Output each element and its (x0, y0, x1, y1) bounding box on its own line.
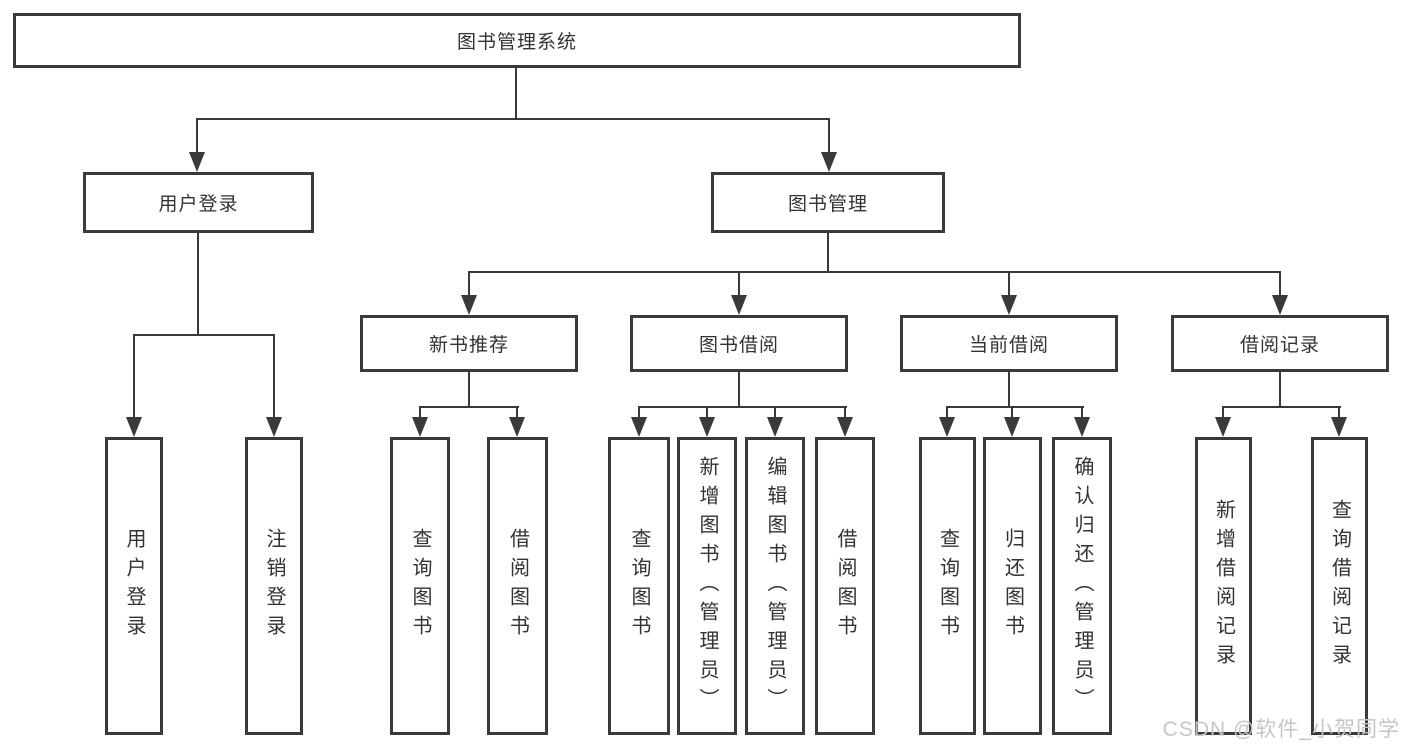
connector-line (419, 406, 421, 422)
arrow-down-icon (939, 417, 955, 437)
arrow-down-icon (1074, 417, 1090, 437)
connector-line (419, 406, 519, 408)
connector-line (827, 233, 829, 273)
connector-line (197, 233, 199, 336)
leaf-borrow-books-recommend: 借阅图书 (487, 437, 548, 735)
connector-line (133, 334, 135, 420)
leaf-add-borrow-record-label: 新增借阅记录 (1212, 499, 1235, 673)
arrow-down-icon (837, 417, 853, 437)
leaf-add-books-admin: 新增图书（管理员） (677, 437, 737, 735)
node-book-borrowing-label: 图书借阅 (698, 335, 779, 356)
connector-line (738, 372, 740, 408)
connector-line (946, 406, 948, 422)
connector-line (1081, 406, 1083, 422)
leaf-query-books-borrowing: 查询图书 (608, 437, 670, 735)
connector-line (1222, 406, 1224, 422)
leaf-query-books-recommend: 查询图书 (390, 437, 450, 735)
node-current-borrowing: 当前借阅 (900, 315, 1118, 372)
node-user-login-label: 用户登录 (158, 194, 239, 215)
connector-line (638, 406, 847, 408)
leaf-add-books-admin-label: 新增图书（管理员） (696, 455, 718, 717)
connector-line (515, 68, 517, 119)
connector-line (774, 406, 776, 422)
leaf-edit-books-admin: 编辑图书（管理员） (745, 437, 805, 735)
connector-line (516, 406, 518, 422)
connector-line (273, 334, 275, 420)
node-borrowing-records-label: 借阅记录 (1239, 335, 1320, 356)
arrow-down-icon (126, 417, 142, 437)
connector-line (196, 118, 830, 120)
leaf-logout-label: 注销登录 (263, 528, 285, 644)
leaf-user-login-label: 用户登录 (123, 528, 145, 644)
node-new-book-recommend: 新书推荐 (360, 315, 578, 372)
node-borrowing-records: 借阅记录 (1171, 315, 1389, 372)
connector-line (1008, 372, 1010, 408)
leaf-borrow-books-label: 借阅图书 (506, 528, 529, 644)
leaf-borrow-books-label: 借阅图书 (834, 528, 856, 644)
connector-line (1279, 271, 1281, 299)
leaf-confirm-return-admin: 确认归还（管理员） (1052, 437, 1112, 735)
leaf-user-login: 用户登录 (105, 437, 163, 735)
leaf-return-books: 归还图书 (983, 437, 1042, 735)
arrow-down-icon (412, 417, 428, 437)
node-new-book-recommend-label: 新书推荐 (428, 335, 509, 356)
arrow-down-icon (189, 152, 205, 172)
connector-line (468, 271, 1281, 273)
leaf-add-borrow-record: 新增借阅记录 (1195, 437, 1252, 735)
leaf-confirm-return-admin-label: 确认归还（管理员） (1071, 455, 1093, 717)
connector-line (1279, 372, 1281, 408)
arrow-down-icon (1331, 417, 1347, 437)
leaf-return-books-label: 归还图书 (1001, 528, 1024, 644)
leaf-query-books-label: 查询图书 (628, 528, 650, 644)
leaf-edit-books-admin-label: 编辑图书（管理员） (764, 455, 786, 717)
leaf-query-books-current: 查询图书 (919, 437, 976, 735)
leaf-query-borrow-record-label: 查询借阅记录 (1328, 499, 1351, 673)
watermark: CSDN @软件_小贺同学 (1162, 718, 1400, 741)
connector-line (1011, 406, 1013, 422)
connector-line (1008, 271, 1010, 299)
connector-line (638, 406, 640, 422)
connector-line (196, 118, 198, 155)
arrow-down-icon (1215, 417, 1231, 437)
node-user-login: 用户登录 (83, 172, 314, 233)
connector-line (828, 118, 830, 155)
connector-line (946, 406, 1084, 408)
leaf-query-books-label: 查询图书 (936, 528, 959, 644)
leaf-query-borrow-record: 查询借阅记录 (1311, 437, 1368, 735)
arrow-down-icon (509, 417, 525, 437)
node-library-system-label: 图书管理系统 (456, 32, 577, 53)
arrow-down-icon (699, 417, 715, 437)
arrow-down-icon (821, 152, 837, 172)
connector-line (468, 372, 470, 408)
arrow-down-icon (1272, 295, 1288, 315)
node-book-management-label: 图书管理 (787, 194, 868, 215)
node-book-borrowing: 图书借阅 (630, 315, 848, 372)
connector-line (468, 271, 470, 299)
arrow-down-icon (266, 417, 282, 437)
node-book-management: 图书管理 (711, 172, 945, 233)
leaf-logout: 注销登录 (245, 437, 303, 735)
leaf-borrow-books: 借阅图书 (815, 437, 875, 735)
arrow-down-icon (1001, 295, 1017, 315)
node-library-system: 图书管理系统 (13, 13, 1021, 68)
arrow-down-icon (461, 295, 477, 315)
connector-line (844, 406, 846, 422)
arrow-down-icon (767, 417, 783, 437)
leaf-query-books-label: 查询图书 (409, 528, 431, 644)
arrow-down-icon (631, 417, 647, 437)
connector-line (133, 334, 275, 336)
connector-line (706, 406, 708, 422)
connector-line (1222, 406, 1341, 408)
node-current-borrowing-label: 当前借阅 (968, 335, 1049, 356)
connector-line (738, 271, 740, 299)
connector-line (1338, 406, 1340, 422)
arrow-down-icon (731, 295, 747, 315)
arrow-down-icon (1004, 417, 1020, 437)
